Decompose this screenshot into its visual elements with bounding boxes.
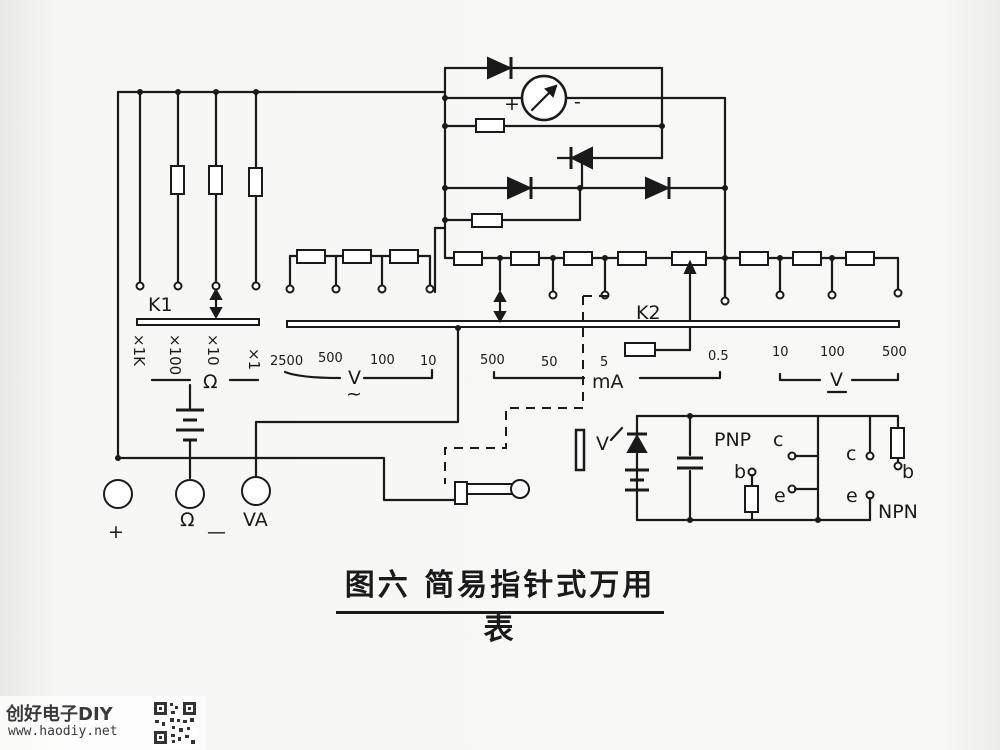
diode-left	[507, 176, 533, 200]
pnp-bias-resistor	[744, 485, 759, 513]
diode-middle	[569, 146, 593, 170]
ma-50: 50	[541, 355, 558, 370]
dcv-500: 500	[882, 345, 907, 360]
jack-plus	[103, 479, 133, 509]
bottom-wiring: + Ω — VA	[103, 295, 610, 543]
pnp-label: PNP	[714, 429, 751, 451]
range-x1: ×1	[245, 348, 263, 370]
dcv-resistor-1	[739, 251, 769, 266]
current-labels: 500 50 5 0.5 mA	[480, 342, 729, 393]
ohm-range-labels: ×1K ×100 ×10 ×1 Ω	[130, 334, 263, 393]
range-switches: K1 K2	[136, 287, 900, 328]
ohm-symbol: Ω	[203, 371, 218, 393]
ac-voltage-chain	[285, 249, 435, 294]
zener-diode	[626, 432, 648, 453]
acv-unit: V	[348, 367, 361, 389]
qr-code-icon	[152, 700, 198, 746]
meter-plus-label: +	[504, 93, 520, 115]
watermark-url: www.haodiy.net	[8, 724, 118, 739]
galvanometer	[520, 74, 568, 122]
range-x1k: ×1K	[130, 334, 148, 367]
test-probe	[454, 479, 530, 505]
figure-caption: 图六 简易指针式万用表	[344, 568, 656, 647]
caption-underline	[336, 611, 664, 614]
adjust-resistor	[471, 213, 503, 228]
npn-bias-resistor	[890, 427, 905, 459]
k2-label: K2	[636, 302, 661, 324]
acv-10: 10	[420, 354, 437, 369]
ac-voltage-labels: 2500 500 100 10 V ~	[270, 351, 437, 405]
acv-100: 100	[370, 353, 395, 368]
dcv-100: 100	[820, 345, 845, 360]
pnp-b-label: b	[734, 461, 746, 483]
switch-k1	[136, 318, 260, 326]
ohm-resistor-1	[170, 165, 185, 195]
ac-resistor-1	[296, 249, 326, 264]
acv-ac-symbol: ~	[346, 383, 362, 405]
ma-5: 5	[600, 355, 608, 370]
dcv-resistor-3	[845, 251, 875, 266]
npn-e-label: e	[846, 485, 858, 507]
dcv-resistor-2	[792, 251, 822, 266]
shunt-resistor-3	[563, 251, 593, 266]
ac-resistor-2	[342, 249, 372, 264]
jack-ohm	[175, 479, 205, 509]
npn-b-label: b	[902, 461, 914, 483]
jack-va-label: VA	[243, 509, 268, 531]
ac-resistor-3	[389, 249, 419, 264]
ma-0-5: 0.5	[708, 349, 729, 364]
meter-network: + -	[433, 56, 728, 300]
switch-k2	[286, 320, 900, 328]
acv-2500: 2500	[270, 354, 303, 369]
ma-500: 500	[480, 353, 505, 368]
k1-label: K1	[148, 294, 173, 316]
pnp-e-label: e	[774, 485, 786, 507]
probe-socket	[574, 428, 586, 472]
watermark-title: 创好电子DIY	[6, 704, 113, 725]
zener-voltage-label: V	[596, 433, 609, 455]
jack-minus-label: —	[207, 521, 226, 543]
dc-voltage-labels: 10 100 500 V	[772, 345, 907, 394]
npn-label: NPN	[878, 501, 918, 523]
jack-plus-label: +	[108, 521, 124, 543]
limit-resistor	[624, 342, 656, 357]
watermark: 创好电子DIY www.haodiy.net	[0, 696, 205, 750]
shunt-resistor	[475, 118, 505, 133]
shunt-resistor-4	[617, 251, 647, 266]
acv-500: 500	[318, 351, 343, 366]
ohm-range-network	[116, 89, 447, 460]
jack-ohm-label: Ω	[180, 509, 195, 531]
shunt-and-dcv-chain	[443, 251, 903, 352]
ma-unit: mA	[592, 371, 624, 393]
ohm-resistor-2	[208, 165, 223, 195]
range-x100: ×100	[166, 334, 184, 375]
shunt-resistor-1	[453, 251, 483, 266]
transistor-tester: V PNP c b e c b e NPN	[574, 413, 918, 523]
diode-top	[487, 56, 513, 80]
dcv-10: 10	[772, 345, 789, 360]
jack-va	[241, 476, 271, 506]
range-x10: ×10	[204, 334, 222, 366]
pnp-c-label: c	[773, 429, 783, 451]
dcv-unit: V	[830, 369, 843, 391]
meter-minus-label: -	[574, 91, 581, 113]
shunt-resistor-2	[510, 251, 540, 266]
ohm-resistor-3	[248, 167, 263, 197]
npn-c-label: c	[846, 443, 856, 465]
diode-right	[645, 176, 671, 200]
